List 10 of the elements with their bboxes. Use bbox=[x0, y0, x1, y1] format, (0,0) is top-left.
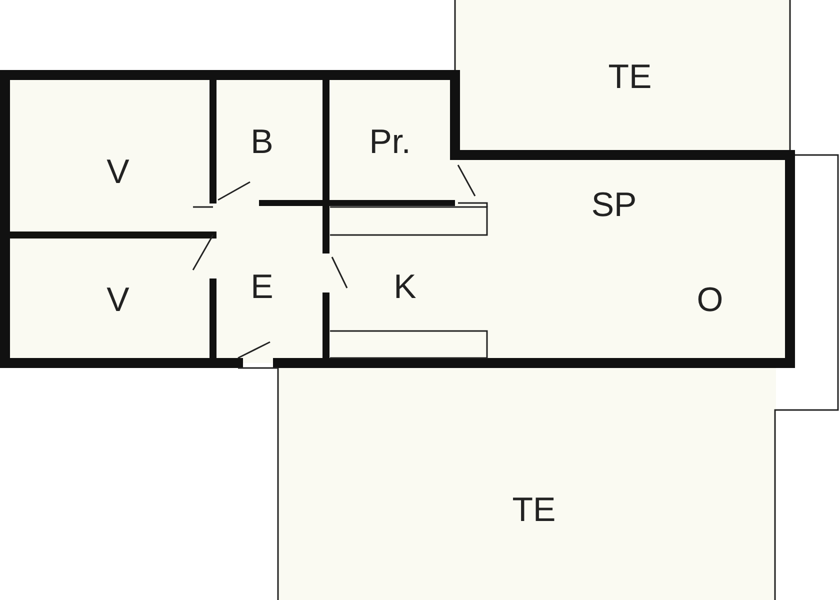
room-label: TE bbox=[512, 493, 556, 527]
room-label: Pr. bbox=[369, 125, 411, 159]
room-label: TE bbox=[608, 60, 652, 94]
room-label: K bbox=[394, 270, 416, 304]
room-label: SP bbox=[591, 188, 637, 222]
room-label: B bbox=[250, 125, 274, 159]
room-label: V bbox=[106, 283, 130, 317]
room-label: V bbox=[106, 155, 130, 189]
room-label: E bbox=[250, 270, 274, 304]
room-label: O bbox=[696, 283, 724, 317]
